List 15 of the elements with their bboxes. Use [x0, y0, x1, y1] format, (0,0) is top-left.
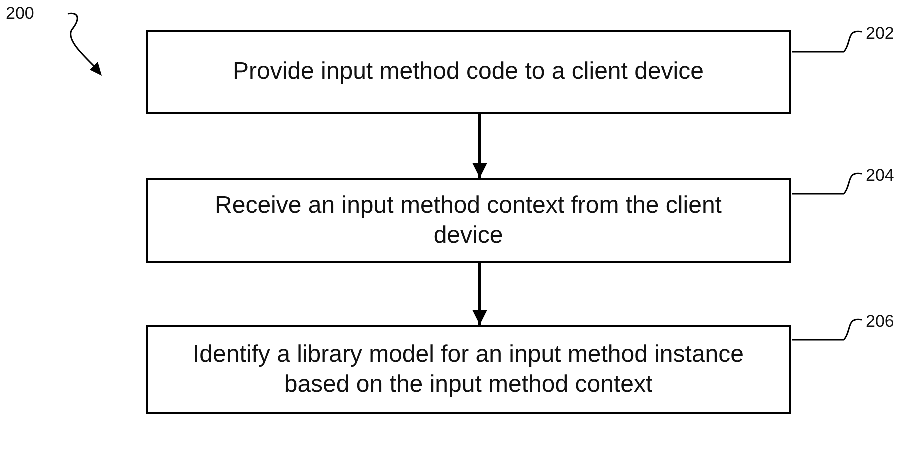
reference-numeral: 204 — [866, 166, 894, 186]
step-text: Identify a library model for an input method instance based on the input method context — [192, 340, 745, 400]
process-box — [146, 30, 791, 114]
reference-numeral: 200 — [6, 4, 34, 24]
leader-line — [792, 172, 862, 195]
reference-numeral: 206 — [866, 312, 894, 332]
leader-line — [792, 318, 862, 341]
process-box — [146, 325, 791, 414]
step-text: Provide input method code to a client device — [233, 57, 704, 87]
arrow — [472, 114, 488, 178]
process-box — [146, 178, 791, 263]
step-text: Receive an input method context from the client device — [214, 190, 723, 250]
leader-line — [792, 30, 862, 53]
reference-numeral: 202 — [866, 24, 894, 44]
arrow — [472, 263, 488, 325]
